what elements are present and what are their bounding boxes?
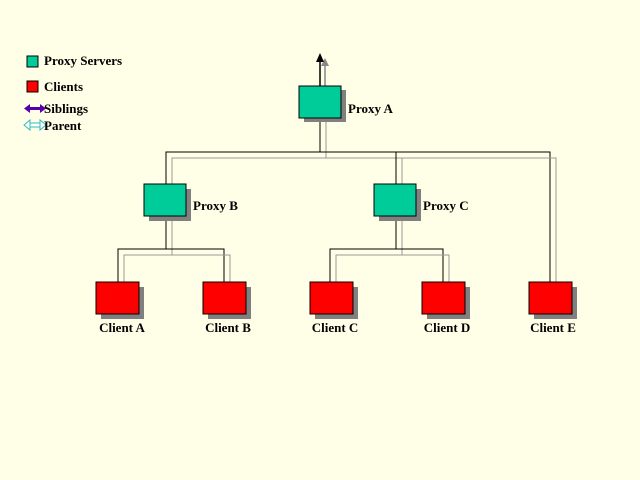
legend-proxy-servers: Proxy Servers: [44, 53, 123, 68]
client-e-label: Client E: [530, 320, 576, 335]
client-b-node: [202, 281, 251, 319]
client-c-label: Client C: [311, 320, 359, 335]
client-d-label: Client D: [423, 320, 471, 335]
legend-clients: Clients: [44, 79, 83, 94]
connector-lines: [117, 119, 557, 283]
legend-siblings: Siblings: [44, 101, 89, 116]
legend-parent: Parent: [44, 118, 82, 133]
parent-arrow-icon: [23, 118, 47, 132]
up-arrow-icon: [316, 53, 329, 86]
proxy-a-label: Proxy A: [348, 101, 393, 116]
client-a-node: [95, 281, 144, 319]
client-d-node: [421, 281, 470, 319]
proxy-a-node: [298, 85, 346, 122]
proxy-c-label: Proxy C: [423, 198, 469, 213]
clients-swatch: [26, 80, 39, 93]
proxy-b-label: Proxy B: [193, 198, 238, 213]
client-e-node: [528, 281, 577, 319]
client-a-label: Client A: [99, 320, 145, 335]
siblings-arrow-icon: [24, 104, 46, 113]
client-b-label: Client B: [205, 320, 251, 335]
proxy-b-node: [143, 183, 191, 221]
client-c-node: [309, 281, 358, 319]
proxy-servers-swatch: [26, 55, 39, 68]
proxy-c-node: [373, 183, 421, 221]
